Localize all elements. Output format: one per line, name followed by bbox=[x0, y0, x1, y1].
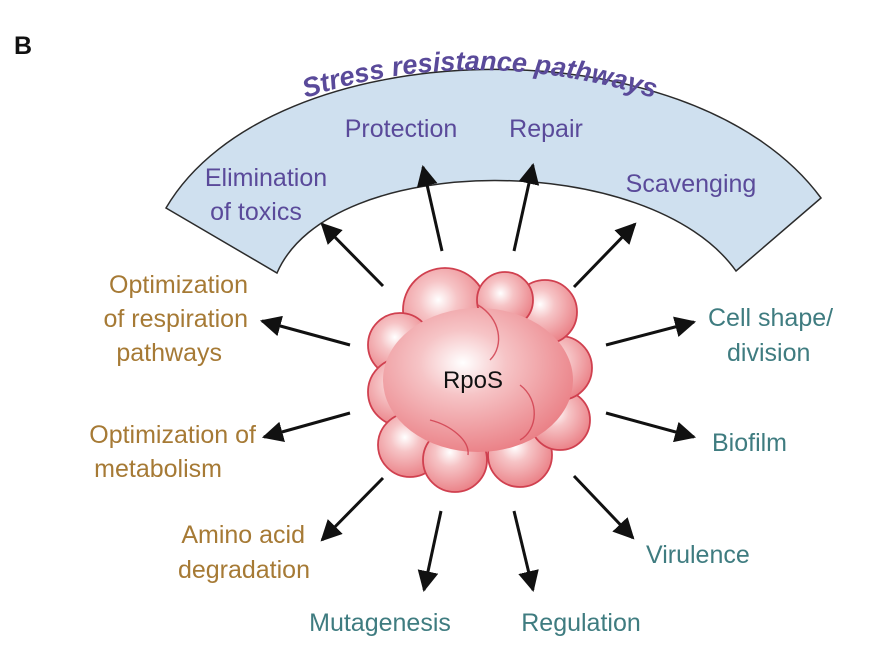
label-regulation: Regulation bbox=[521, 609, 641, 637]
label-respiration-line3: pathways bbox=[116, 339, 222, 367]
label-metabolism-line2: metabolism bbox=[94, 455, 222, 483]
arrow-respiration bbox=[259, 315, 351, 347]
label-cellshape-line1: Cell shape/ bbox=[708, 304, 833, 332]
arrow-elimination bbox=[320, 222, 385, 288]
label-metabolism-line1: Optimization of bbox=[89, 421, 256, 449]
arrow-amino bbox=[320, 476, 385, 542]
label-elimination-line1: Elimination bbox=[205, 164, 327, 192]
stress-resistance-band bbox=[164, 68, 823, 275]
arrow-metabolism bbox=[261, 411, 351, 443]
label-cellshape-line2: division bbox=[727, 339, 810, 367]
rpos-label: RpoS bbox=[443, 367, 503, 394]
label-mutagenesis: Mutagenesis bbox=[309, 609, 451, 637]
label-respiration-line2: of respiration bbox=[103, 305, 248, 333]
label-amino-line2: degradation bbox=[178, 556, 310, 584]
arrow-regulation bbox=[512, 510, 539, 593]
label-elimination-line2: of toxics bbox=[210, 198, 302, 226]
label-virulence: Virulence bbox=[646, 541, 750, 569]
arrow-cellshape bbox=[605, 316, 697, 347]
label-protection: Protection bbox=[345, 115, 458, 143]
label-biofilm: Biofilm bbox=[712, 429, 787, 457]
panel-letter: B bbox=[14, 32, 32, 60]
arrow-protection bbox=[416, 164, 444, 252]
arrow-repair bbox=[512, 162, 540, 252]
arrow-virulence bbox=[572, 474, 635, 540]
arrow-biofilm bbox=[605, 411, 697, 443]
label-repair: Repair bbox=[509, 115, 583, 143]
arrow-mutagenesis bbox=[417, 510, 443, 593]
rpos-blob: RpoS bbox=[367, 267, 593, 493]
label-scavenging: Scavenging bbox=[626, 170, 757, 198]
label-amino-line1: Amino acid bbox=[181, 521, 305, 549]
label-respiration-line1: Optimization bbox=[109, 271, 248, 299]
arrow-scavenging bbox=[572, 222, 637, 289]
